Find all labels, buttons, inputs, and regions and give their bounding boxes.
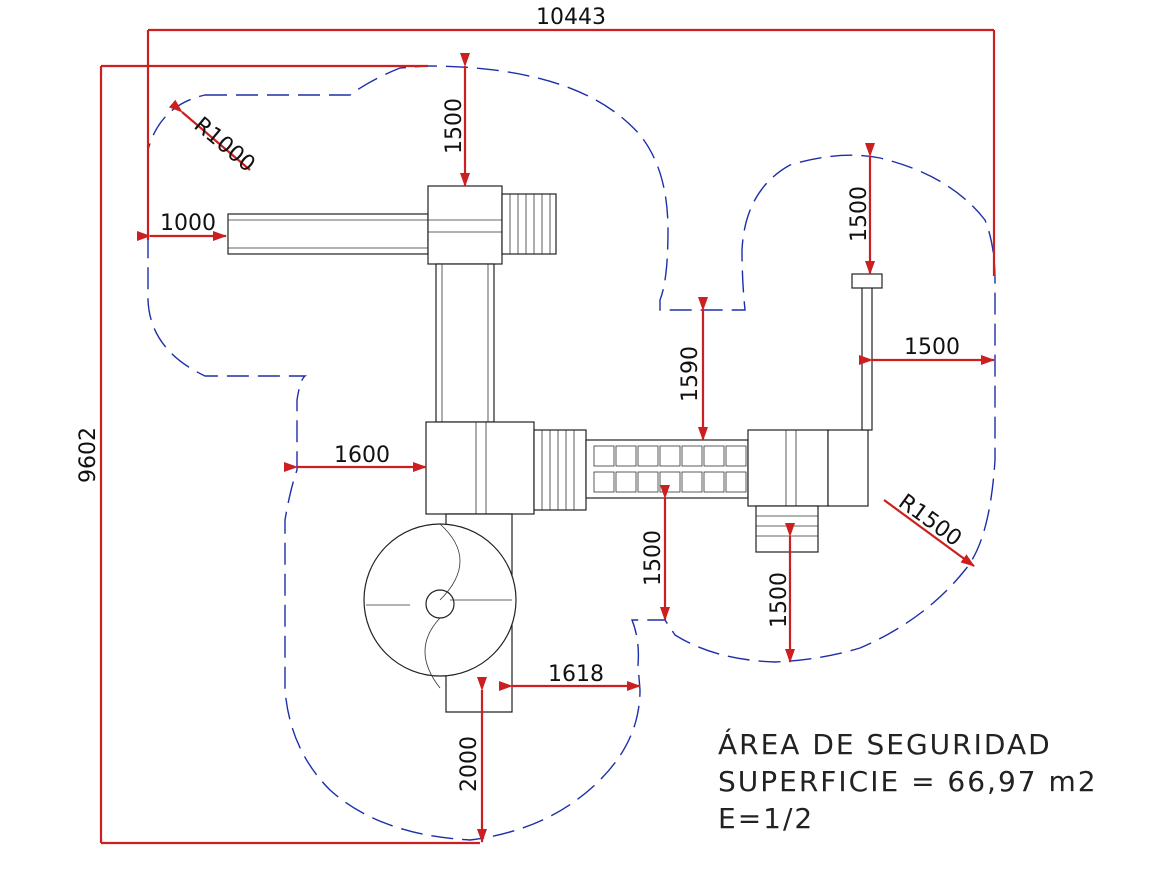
- pole-top: [851, 273, 883, 289]
- label-radius-right: R1500: [894, 490, 966, 552]
- right-stairs: [755, 505, 819, 553]
- label-offset-slide-bottom: 2000: [457, 736, 482, 792]
- label-offset-top: 1500: [442, 98, 467, 154]
- right-platform: [827, 429, 869, 507]
- notes-title: ÁREA DE SEGURIDAD: [718, 728, 1052, 761]
- label-offset-right-side: 1500: [904, 335, 960, 360]
- notes-scale: E=1/2: [718, 802, 815, 835]
- fireman-pole: [861, 285, 873, 431]
- safety-area-notes: ÁREA DE SEGURIDAD SUPERFICIE = 66,97 m2 …: [718, 726, 1098, 837]
- label-offset-right-bottom: 1500: [767, 572, 792, 628]
- label-offset-middle-gap: 1590: [678, 346, 703, 402]
- label-offset-right-top: 1500: [847, 186, 872, 242]
- label-offset-bridge-bottom: 1500: [641, 530, 666, 586]
- play-structure: [227, 185, 883, 713]
- dimension-lines: [99, 28, 996, 845]
- label-total-width: 10443: [536, 5, 606, 30]
- top-tower: [427, 185, 503, 265]
- label-offset-left-top: 1000: [160, 211, 216, 236]
- vertical-walkway: [435, 263, 495, 423]
- middle-tower: [425, 421, 535, 515]
- safety-area-boundary: [147, 65, 996, 841]
- label-total-height: 9602: [76, 427, 101, 483]
- middle-stairs: [533, 429, 587, 511]
- dimension-labels: 10443 9602 R1000 1000 1500 1500 1500 159…: [76, 5, 966, 792]
- label-offset-tower-left: 1600: [334, 443, 390, 468]
- top-stairs: [501, 193, 557, 255]
- label-offset-slide-right: 1618: [548, 662, 604, 687]
- notes-surface: SUPERFICIE = 66,97 m2: [718, 765, 1098, 798]
- right-tower: [747, 429, 829, 507]
- label-radius-left: R1000: [189, 113, 260, 178]
